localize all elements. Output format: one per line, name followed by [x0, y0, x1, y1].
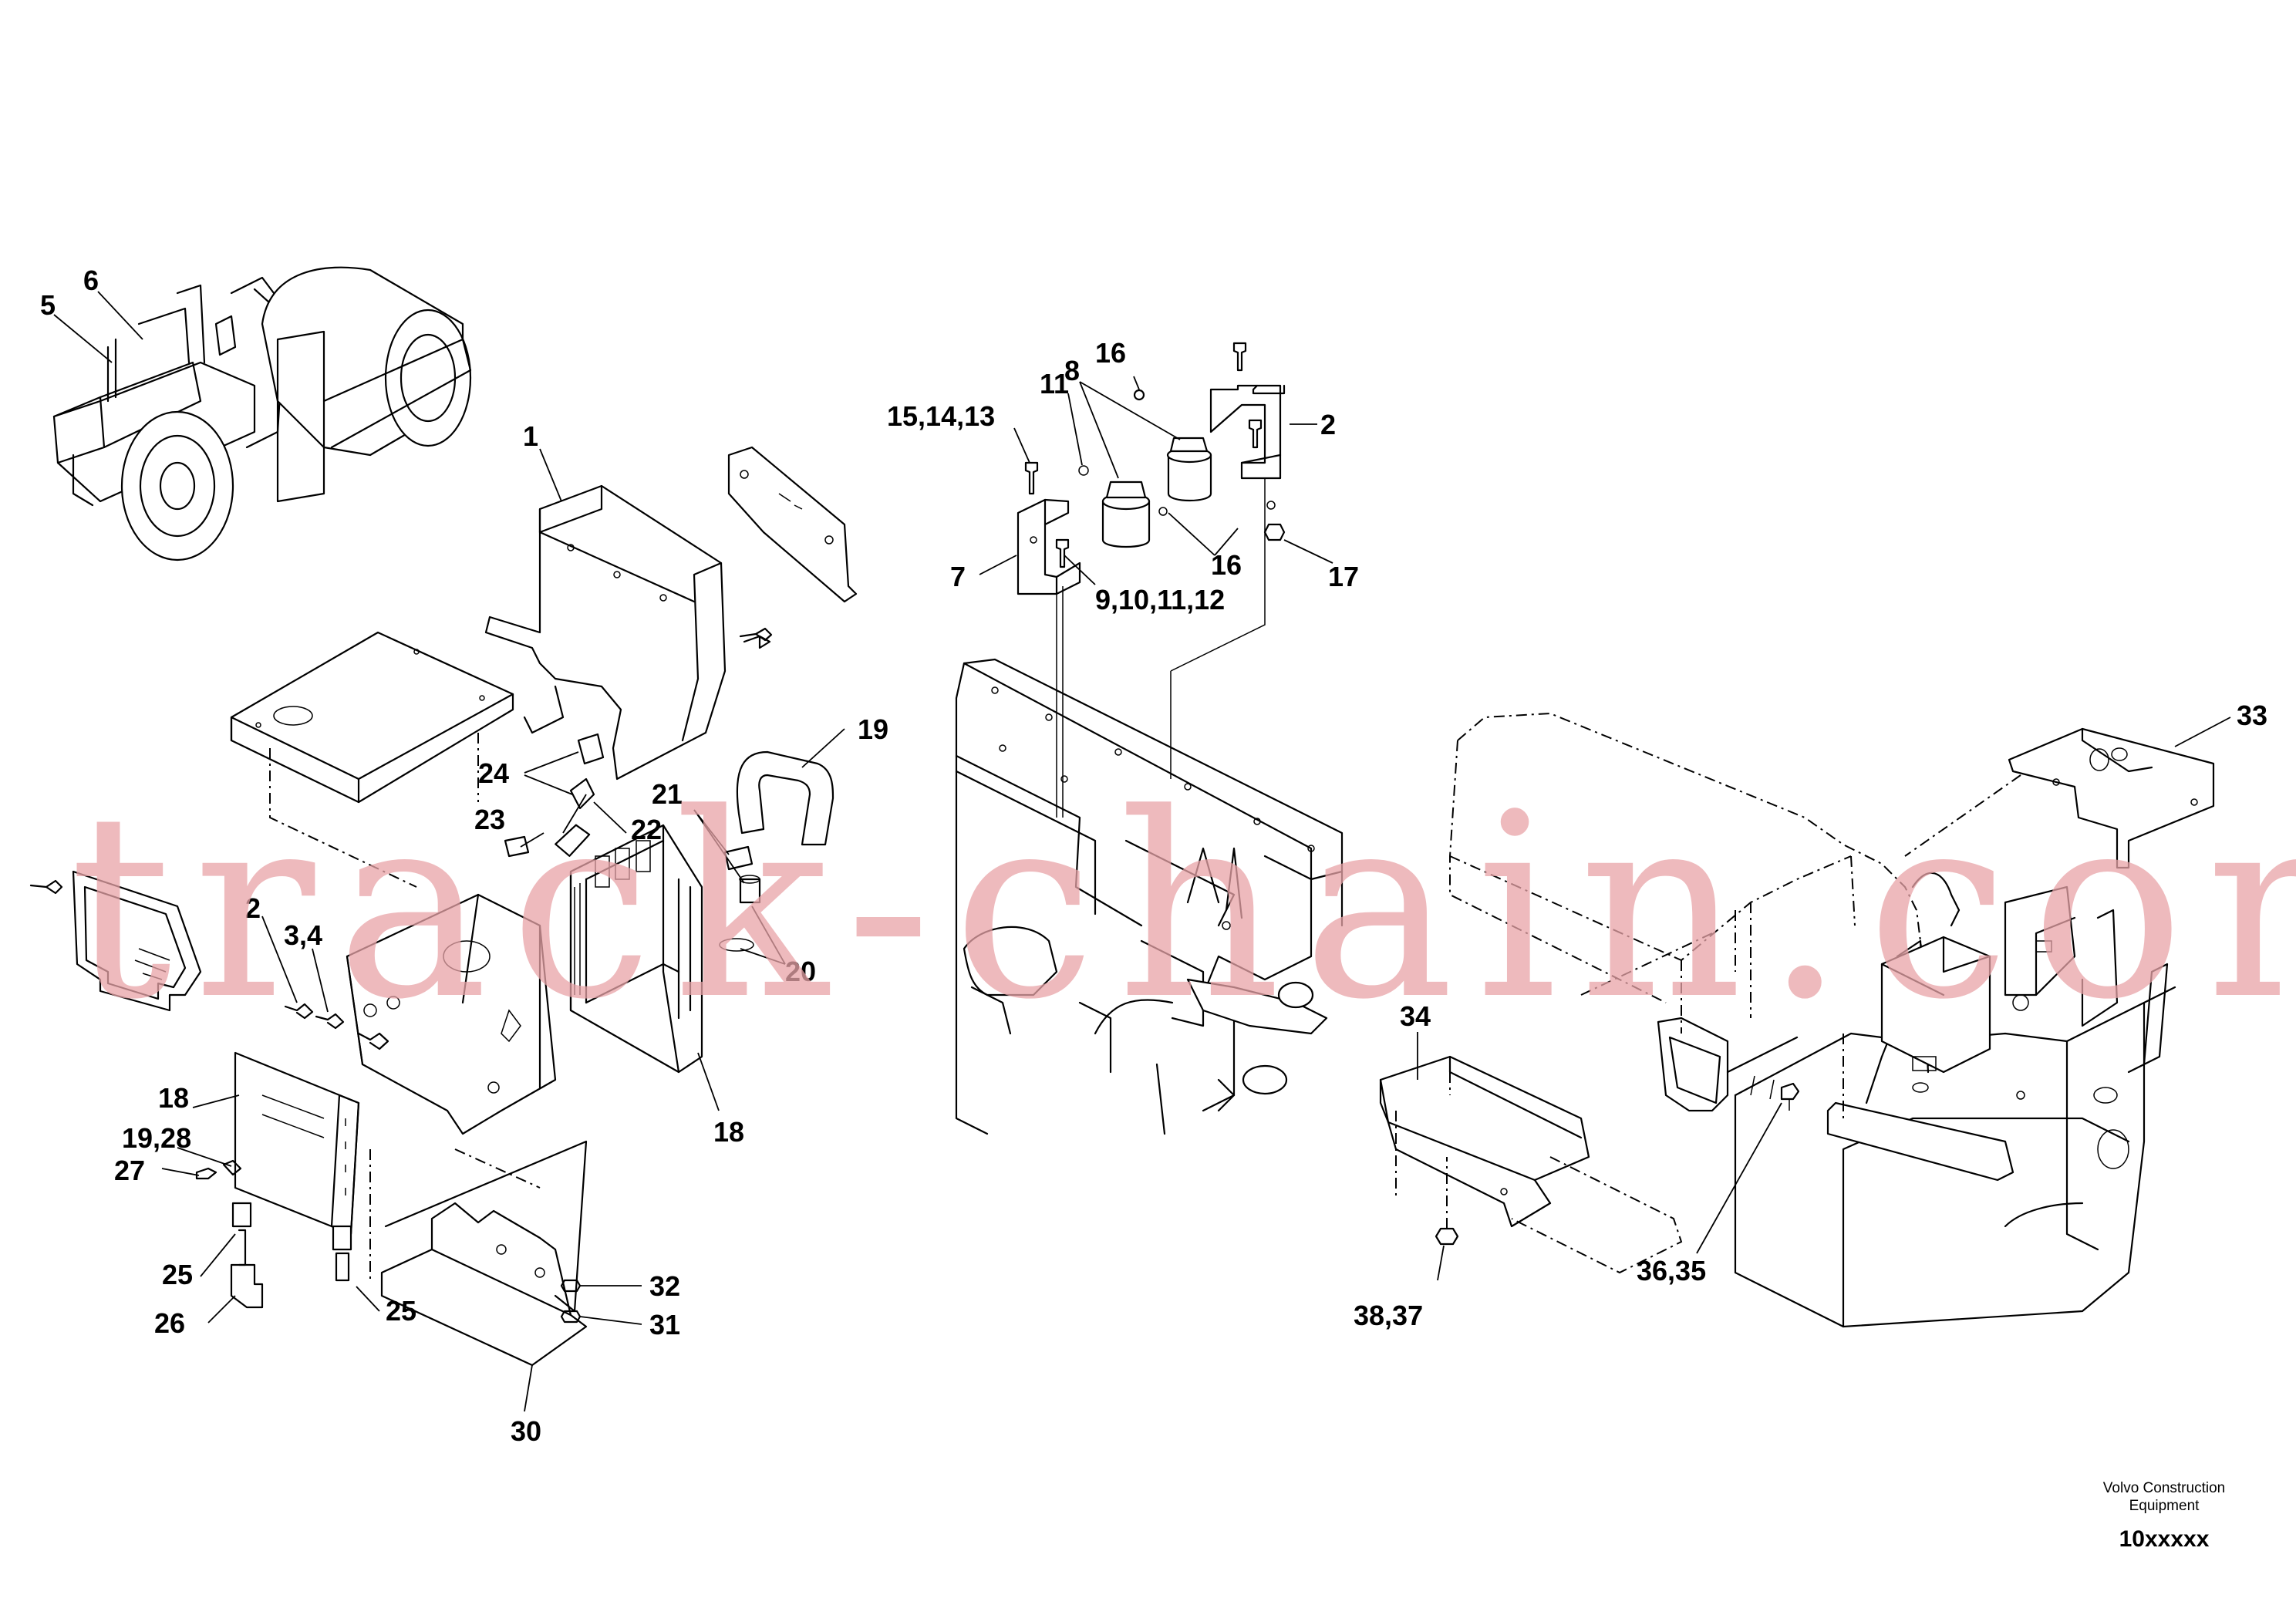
callout-24: 24	[478, 757, 509, 789]
callout-21: 21	[652, 778, 683, 810]
callout-25-right: 25	[386, 1295, 416, 1327]
callout-5: 5	[40, 289, 56, 321]
callout-34: 34	[1400, 1000, 1431, 1032]
callout-9-10-11-12: 9,10,11,12	[1095, 584, 1225, 615]
callout-11: 11	[1040, 368, 1069, 400]
filter-bracket-7	[1017, 498, 1081, 595]
callout-3-4: 3,4	[284, 919, 322, 951]
fuel-filter-canisters	[1101, 437, 1212, 548]
callout-2-left: 2	[245, 892, 261, 924]
filter-bracket-2	[1209, 384, 1286, 480]
callout-2-top: 2	[1320, 409, 1336, 440]
callout-18-right: 18	[713, 1116, 744, 1148]
radiator-panel	[346, 893, 557, 1135]
callout-17: 17	[1328, 561, 1359, 592]
housing-part-1	[484, 484, 727, 781]
cover-plate	[230, 631, 514, 804]
callout-27: 27	[114, 1155, 145, 1186]
drawing-code: 10xxxxx	[2119, 1526, 2210, 1552]
company-name-line2: Equipment	[2129, 1498, 2200, 1514]
callout-32: 32	[649, 1270, 680, 1302]
bracket-34	[1379, 1017, 1799, 1228]
main-chassis-frame	[955, 658, 1344, 1135]
callout-16-bottom: 16	[1211, 549, 1242, 581]
callout-20: 20	[785, 956, 816, 987]
rear-frame-body	[1734, 872, 2176, 1328]
bottom-bracket	[380, 1140, 588, 1367]
grille-panel-left	[72, 870, 202, 1012]
callout-25-left: 25	[162, 1259, 193, 1290]
callout-19: 19	[858, 713, 888, 745]
callout-38-37: 38,37	[1354, 1300, 1423, 1331]
callout-36-35: 36,35	[1637, 1255, 1706, 1286]
callout-33: 33	[2237, 700, 2267, 731]
callout-7: 7	[950, 561, 966, 592]
callout-15-14-13: 15,14,13	[887, 400, 995, 432]
callout-18-left: 18	[158, 1082, 189, 1114]
engine-hood	[1449, 712, 1929, 1072]
callout-8: 8	[1064, 355, 1080, 386]
callout-30: 30	[511, 1415, 541, 1447]
company-name-line1: Volvo Construction	[2103, 1480, 2225, 1496]
callout-23: 23	[474, 804, 505, 835]
callout-26: 26	[154, 1307, 185, 1339]
roller-machine-thumbnail	[52, 266, 472, 561]
side-panel-33	[2008, 727, 2215, 869]
gasket-plate	[727, 446, 858, 603]
lower-grille-18	[234, 1051, 360, 1236]
callout-6: 6	[83, 265, 99, 296]
callout-31: 31	[649, 1309, 680, 1340]
callout-16-top: 16	[1095, 337, 1126, 369]
radiator-frame	[569, 824, 703, 1074]
callout-1: 1	[523, 420, 538, 452]
callout-19-28: 19,28	[122, 1122, 191, 1154]
watermark: track-chain.com	[69, 759, 2296, 1055]
callout-22: 22	[631, 814, 662, 845]
